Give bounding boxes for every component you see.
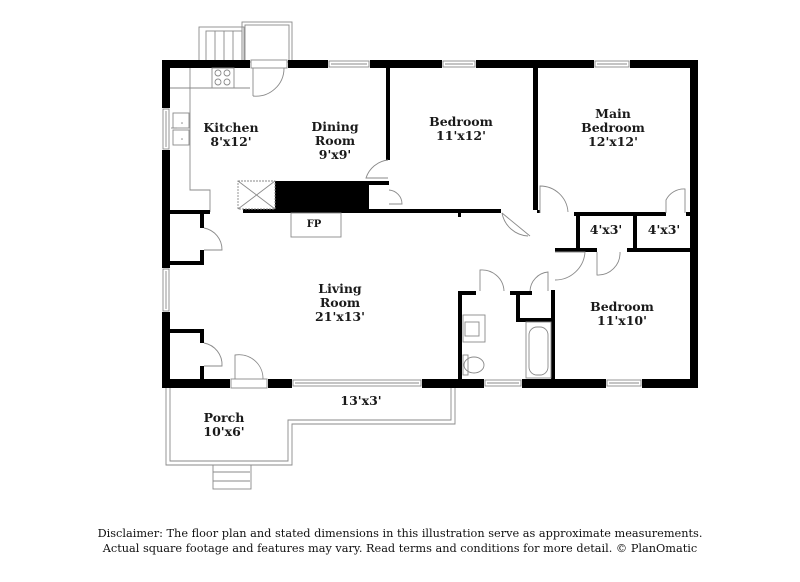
room-dims: 21'x13' [315, 309, 365, 324]
room-label-bedroom-2: Bedroom 11'x10' [590, 300, 654, 328]
room-dims: 4'x3' [589, 222, 623, 237]
room-label-closet-2: 4'x3' [648, 223, 681, 237]
disclaimer-line-2: Actual square footage and features may v… [102, 542, 698, 555]
room-dims: 4'x3' [647, 222, 681, 237]
room-dims: 9'x9' [318, 147, 352, 162]
back-door [250, 59, 288, 97]
room-dims: 11'x10' [597, 313, 647, 328]
room-label-living-room: Living Room 21'x13' [315, 282, 365, 324]
room-name: Porch [203, 410, 245, 425]
exterior-walls [162, 60, 698, 388]
room-name: Bedroom [590, 299, 654, 314]
porch [165, 388, 456, 490]
room-name-line1: Main [595, 106, 631, 121]
room-label-porch: Porch 10'x6' [203, 411, 244, 439]
room-label-bedroom-1: Bedroom 11'x12' [429, 115, 493, 143]
windows [162, 60, 642, 387]
bathroom-fixtures [462, 314, 552, 379]
room-dims: 10'x6' [203, 424, 245, 439]
room-name-line2: Room [314, 133, 356, 148]
interior-doors [203, 159, 686, 389]
room-name-line2: Room [319, 295, 361, 310]
room-name: Kitchen [203, 120, 259, 135]
room-label-kitchen: Kitchen 8'x12' [203, 121, 258, 149]
back-stairs [198, 21, 293, 63]
room-name-line2: Bedroom [581, 120, 645, 135]
room-dims: 8'x12' [210, 134, 252, 149]
kitchen-counters [170, 67, 250, 212]
room-name-line1: Living [318, 281, 362, 296]
room-name: Bedroom [429, 114, 493, 129]
room-dims: 11'x12' [436, 128, 486, 143]
disclaimer-line-1: Disclaimer: The floor plan and stated di… [97, 527, 703, 540]
room-dims: 13'x3' [340, 393, 382, 408]
disclaimer: Disclaimer: The floor plan and stated di… [0, 526, 800, 556]
room-label-main-bedroom: Main Bedroom 12'x12' [581, 107, 645, 149]
room-label-dining-room: Dining Room 9'x9' [311, 120, 358, 162]
room-label-porch-extension: 13'x3' [340, 394, 381, 408]
room-dims: 12'x12' [588, 134, 638, 149]
fireplace [237, 180, 342, 238]
fireplace-label-text: FP [306, 219, 322, 230]
room-name-line1: Dining [311, 119, 359, 134]
room-label-closet-1: 4'x3' [590, 223, 623, 237]
fireplace-label: FP [307, 218, 322, 232]
interior-walls [170, 68, 690, 381]
